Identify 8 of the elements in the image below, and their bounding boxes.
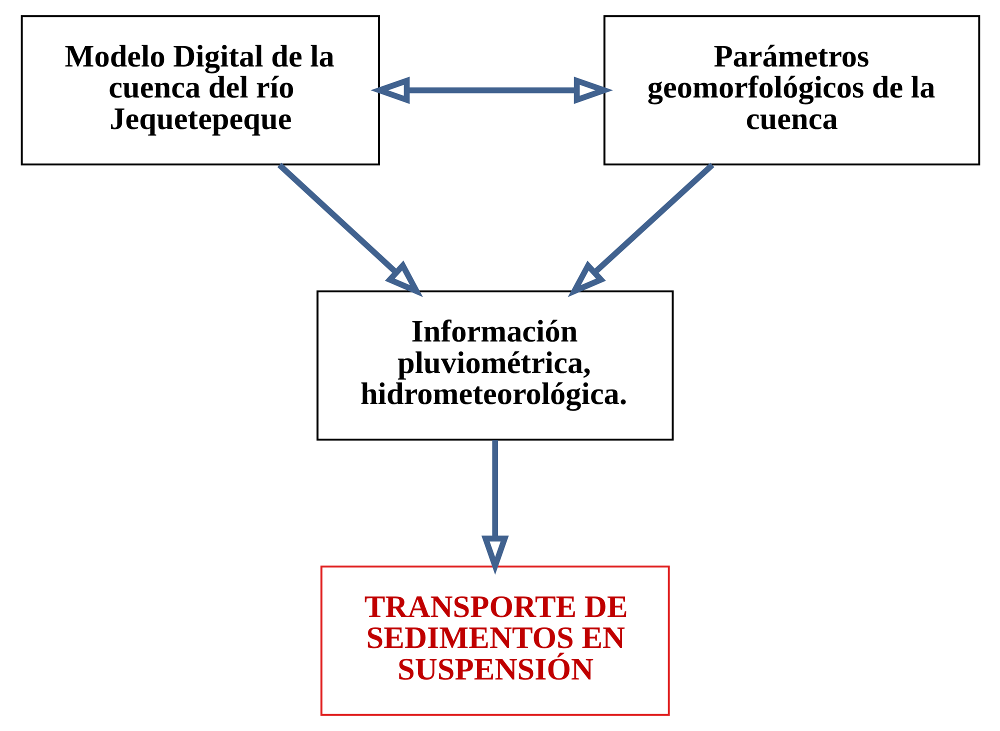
arrow bbox=[480, 440, 508, 575]
arrow bbox=[276, 162, 422, 298]
node-box: Modelo Digital de la cuenca del río Jequetepeque bbox=[20, 15, 380, 166]
node-box: Información pluviométrica, hidrometeorológica. bbox=[316, 290, 674, 441]
node-box: TRANSPORTE DE SEDIMENTOS EN SUSPENSIÓN bbox=[320, 566, 670, 716]
arrow bbox=[370, 76, 612, 104]
node-box: Parámetros geomorfológicos de la cuenca bbox=[602, 15, 980, 166]
arrow bbox=[567, 162, 714, 298]
